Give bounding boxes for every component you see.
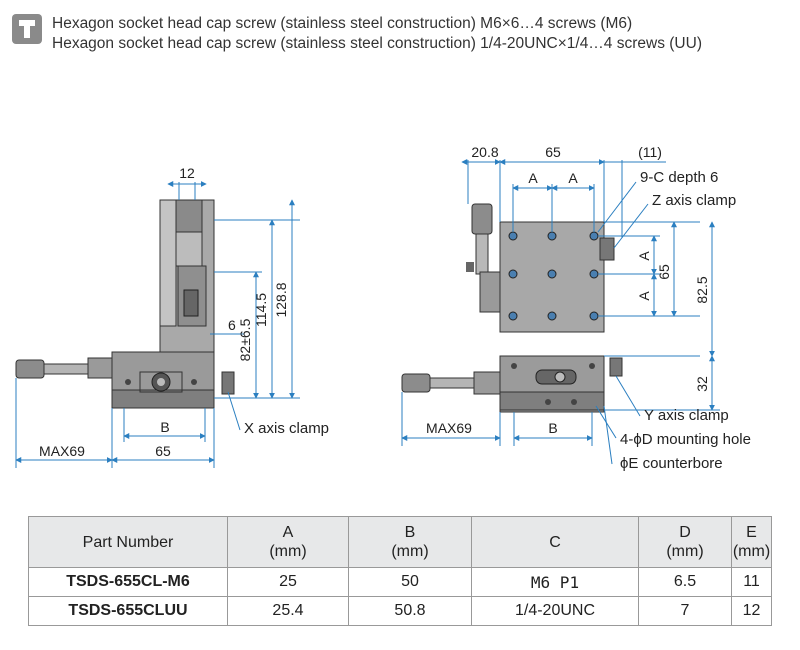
screw-note: Hexagon socket head cap screw (stainless… bbox=[12, 12, 792, 72]
dim-a-vert-2: A bbox=[636, 291, 652, 301]
cell-part: TSDS-655CLUU bbox=[28, 596, 228, 626]
cell-e: 12 bbox=[731, 596, 772, 626]
dim-65-left: 65 bbox=[155, 443, 171, 459]
col-d: D(mm) bbox=[638, 516, 732, 568]
screw-note-line-2: Hexagon socket head cap screw (stainless… bbox=[52, 35, 702, 52]
dim-11: (11) bbox=[638, 144, 662, 160]
dim-b-left: B bbox=[160, 419, 169, 435]
table-row: TSDS-655CLUU 25.4 50.8 1/4-20UNC 7 12 bbox=[28, 596, 772, 626]
technical-drawing: 12 6 82±6.5 114.5 128.8 B MAX69 65 X axi… bbox=[15, 144, 751, 472]
side-view-drawing: 12 6 82±6.5 114.5 128.8 B MAX69 65 X axi… bbox=[15, 165, 329, 468]
c-depth-label: 9-C depth 6 bbox=[640, 169, 718, 186]
dim-a-top-1: A bbox=[528, 170, 538, 186]
mounting-hole-label: 4-ϕD mounting hole bbox=[620, 431, 751, 448]
spec-table: Part Number A(mm) B(mm) C D(mm) E(mm) TS… bbox=[28, 516, 772, 626]
cell-part: TSDS-655CL-M6 bbox=[28, 567, 228, 597]
dim-128: 128.8 bbox=[273, 282, 289, 317]
x-axis-clamp-label: X axis clamp bbox=[244, 420, 329, 437]
cell-e: 11 bbox=[731, 567, 772, 597]
dim-b-right: B bbox=[548, 420, 557, 436]
dim-a-vert-1: A bbox=[636, 251, 652, 261]
dim-6: 6 bbox=[228, 317, 236, 333]
counterbore-label: ϕE counterbore bbox=[620, 455, 723, 472]
screw-icon bbox=[12, 14, 42, 44]
cell-d: 7 bbox=[638, 596, 732, 626]
cell-a: 25.4 bbox=[227, 596, 349, 626]
dim-114: 114.5 bbox=[253, 293, 269, 327]
dim-20-8: 20.8 bbox=[471, 144, 498, 160]
cell-b: 50 bbox=[348, 567, 472, 597]
z-axis-clamp-label: Z axis clamp bbox=[652, 192, 736, 209]
col-a: A(mm) bbox=[227, 516, 349, 568]
cell-c: 1/4-20UNC bbox=[471, 596, 639, 626]
cell-a: 25 bbox=[227, 567, 349, 597]
dim-82-5: 82.5 bbox=[694, 276, 710, 303]
cell-c: M6 P1 bbox=[471, 567, 639, 597]
col-b: B(mm) bbox=[348, 516, 472, 568]
cell-d: 6.5 bbox=[638, 567, 732, 597]
table-row: TSDS-655CL-M6 25 50 M6 P1 6.5 11 bbox=[28, 567, 772, 597]
dim-max69-right: MAX69 bbox=[426, 420, 472, 436]
col-part-number: Part Number bbox=[28, 516, 228, 568]
dim-65-vert: 65 bbox=[656, 264, 672, 280]
dim-82: 82±6.5 bbox=[237, 318, 253, 361]
cell-b: 50.8 bbox=[348, 596, 472, 626]
dim-32: 32 bbox=[694, 376, 710, 392]
dim-65-top: 65 bbox=[545, 144, 561, 160]
front-view-drawing: 20.8 65 (11) A A 9-C depth 6 Z axis clam… bbox=[401, 144, 751, 472]
y-axis-clamp-label: Y axis clamp bbox=[644, 407, 729, 424]
col-e: E(mm) bbox=[731, 516, 772, 568]
screw-note-line-1: Hexagon socket head cap screw (stainless… bbox=[52, 15, 633, 32]
dim-max69-left: MAX69 bbox=[39, 443, 85, 459]
dim-12: 12 bbox=[179, 165, 195, 181]
table-header-row: Part Number A(mm) B(mm) C D(mm) E(mm) bbox=[28, 516, 772, 568]
dim-a-top-2: A bbox=[568, 170, 578, 186]
col-c: C bbox=[471, 516, 639, 568]
